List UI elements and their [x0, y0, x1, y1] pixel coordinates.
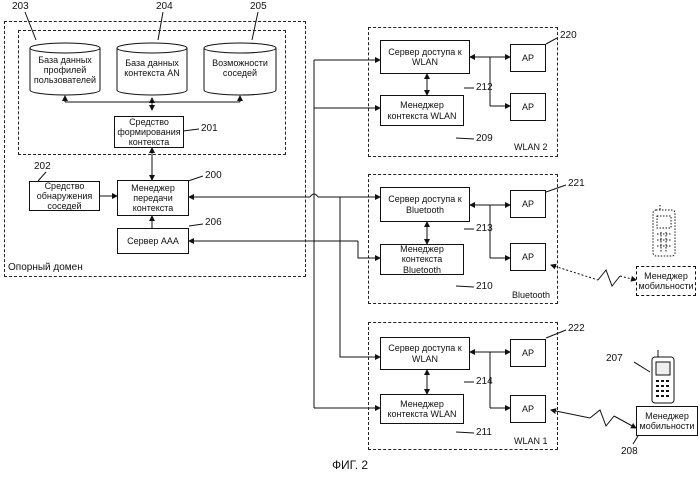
mobile-phone-solid	[652, 350, 674, 403]
wlan1-context-manager-box: Менеджер контекста WLAN	[380, 394, 464, 424]
wlan1-label: WLAN 1	[514, 436, 548, 446]
mobile-phone-dotted	[653, 205, 675, 256]
wlan2-ap-1: AP	[510, 44, 546, 72]
bt-mobility-manager-box: Менеджер мобильности	[636, 266, 696, 296]
ref-222: 222	[568, 323, 585, 334]
wlan1-ap-2: AP	[510, 395, 546, 423]
neighbor-detection-box: Средство обнаружения соседей	[29, 181, 100, 211]
ref-209: 209	[476, 133, 493, 144]
wlan2-ap-2: AP	[510, 93, 546, 121]
bluetooth-label: Bluetooth	[512, 290, 550, 300]
ref-213: 213	[476, 223, 493, 234]
wlan1-mobility-manager-box: Менеджер мобильности	[636, 406, 698, 436]
ref-208: 208	[621, 446, 638, 457]
figure-caption: ФИГ. 2	[300, 459, 400, 472]
wlan2-context-manager-box: Менеджер контекста WLAN	[380, 95, 464, 126]
ref-214: 214	[476, 376, 493, 387]
bt-context-manager-box: Менеджер контекста Bluetooth	[380, 244, 464, 275]
ref-212: 212	[476, 82, 493, 93]
wlan1-access-server-box: Сервер доступа к WLAN	[380, 337, 470, 370]
ref-206: 206	[205, 217, 222, 228]
aaa-server-box: Сервер AAA	[117, 228, 189, 254]
bt-ap-1: AP	[510, 190, 546, 218]
core-domain-label: Опорный домен	[8, 262, 83, 273]
context-former-box: Средство формирования контекста	[114, 116, 184, 148]
ref-207: 207	[606, 353, 623, 364]
ref-221: 221	[568, 178, 585, 189]
db-neighbors-label: Возможности соседей	[205, 58, 275, 78]
context-transfer-manager-box: Менеджер передачи контекста	[117, 180, 189, 216]
wlan2-access-server-box: Сервер доступа к WLAN	[380, 40, 470, 74]
ref-205: 205	[250, 1, 267, 12]
wlan2-label: WLAN 2	[514, 142, 548, 152]
db-profiles-label: База данных профилей пользователей	[31, 55, 99, 85]
ref-203: 203	[12, 1, 29, 12]
db-context-label: База данных контекста AN	[118, 58, 186, 78]
ref-200: 200	[205, 170, 222, 181]
ref-220: 220	[560, 30, 577, 41]
ref-204: 204	[156, 1, 173, 12]
bt-access-server-box: Сервер доступа к Bluetooth	[380, 187, 470, 222]
ref-202: 202	[34, 161, 51, 172]
ref-210: 210	[476, 281, 493, 292]
wlan1-ap-1: AP	[510, 339, 546, 367]
ref-211: 211	[476, 427, 492, 438]
ref-201: 201	[201, 123, 218, 134]
bt-ap-2: AP	[510, 243, 546, 271]
